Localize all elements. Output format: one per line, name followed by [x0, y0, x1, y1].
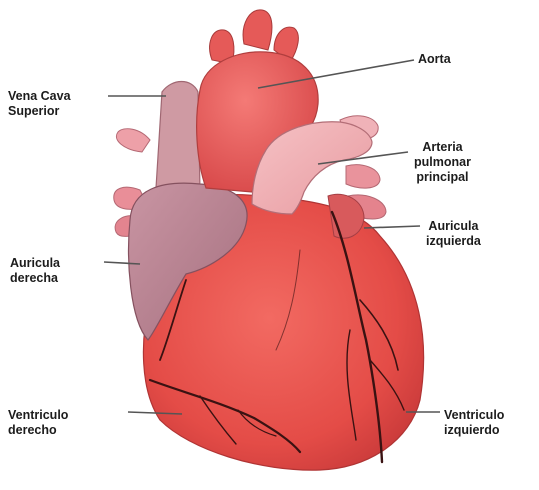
- label-line: Auricula: [426, 219, 481, 234]
- label-line: derecha: [10, 271, 60, 286]
- label-line: pulmonar: [414, 155, 471, 170]
- label-line: Vena Cava: [8, 89, 71, 104]
- label-line: Ventriculo: [8, 408, 68, 423]
- label-line: principal: [414, 170, 471, 185]
- label-ventriculo-izquierdo: Ventriculo izquierdo: [444, 408, 504, 438]
- label-ventriculo-derecho: Ventriculo derecho: [8, 408, 68, 438]
- label-line: Auricula: [10, 256, 60, 271]
- label-line: Aorta: [418, 52, 451, 67]
- label-aorta: Aorta: [418, 52, 451, 67]
- label-auricula-izquierda: Auricula izquierda: [426, 219, 481, 249]
- label-line: derecho: [8, 423, 68, 438]
- label-line: izquierdo: [444, 423, 504, 438]
- vena-cava-superior: [156, 82, 200, 195]
- label-line: Superior: [8, 104, 71, 119]
- label-auricula-derecha: Auricula derecha: [10, 256, 60, 286]
- label-line: Arteria: [414, 140, 471, 155]
- label-line: Ventriculo: [444, 408, 504, 423]
- label-arteria-pulmonar-principal: Arteria pulmonar principal: [414, 140, 471, 185]
- label-line: izquierda: [426, 234, 481, 249]
- label-vena-cava-superior: Vena Cava Superior: [8, 89, 71, 119]
